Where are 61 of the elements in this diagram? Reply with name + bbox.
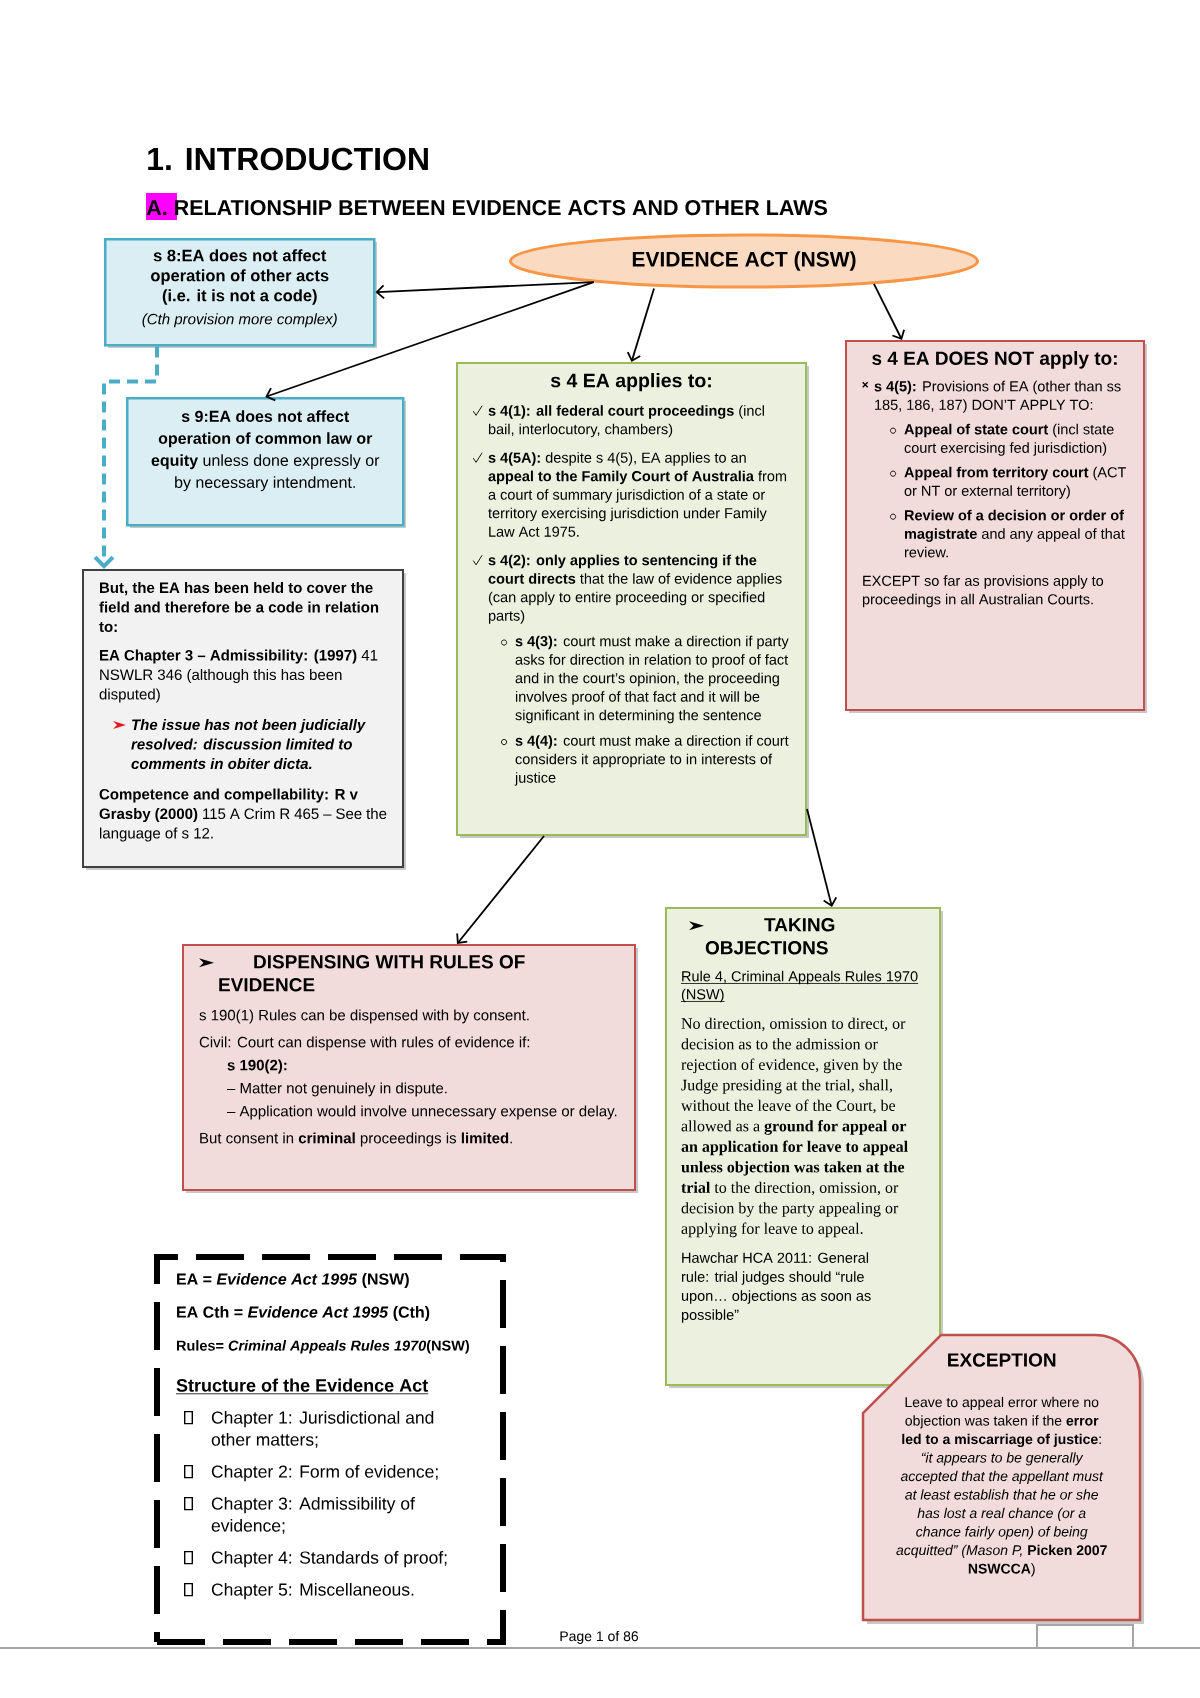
paragraph: No direction, omission to direct, or decision as to the admission or rejection of evidence, given by the Judge presiding at the trial, shall, without the leave of the Court, be allowed as a ground for appeal or an application for leave to appeal unless objection was taken at the trial to the direction, omission, or decision by the party appealing or applying for leave to appeal. [681,1017,908,1238]
paragraph: (Cth provision more complex) [142,313,337,328]
box-heading: DISPENSING WITH RULES OF EVIDENCE [219,955,525,992]
arrow [806,808,838,907]
list-item: Appeal from territory court (ACT or NT or external territory) [904,466,1127,499]
box-heading: TAKING OBJECTIONS [705,918,835,955]
paragraph: Leave to appeal error where no objection was taken if the error led to a miscarriage of justice: “it appears to be generally accepted that the appellant must at least establish that he or she has lost a real chance (or a chance fairly open) of being acquitted” (Mason P, Picken 2007 NSWCCA) [896,1396,1107,1577]
list-item: Chapter 2: Form of evidence; [211,1464,438,1482]
paragraph: Civil: Court can dispense with rules of evidence if: [199,1036,530,1051]
list-item: s 4(2): only applies to sentencing if the court directs that the law of evidence applies (can apply to entire proceeding or specified parts) [488,554,782,624]
list-item: s 4(1): all federal court proceedings (incl bail, interlocutory, chambers) [488,405,764,438]
paragraph: s 9:EA does not affect operation of common law or equity unless done expressly or by necessary intendment. [151,410,380,492]
box-heading: EVIDENCE ACT (NSW) [632,251,856,271]
dashed-box [154,1254,506,1645]
note-box [82,569,406,870]
list-box [456,362,809,838]
arrow [375,281,595,300]
box-heading: EXCEPTION [948,1353,1056,1367]
paragraph: Rules= Criminal Appeals Rules 1970(NSW) [176,1340,469,1354]
list-box [845,340,1147,713]
heading-ellipse [509,233,979,289]
paragraph: But consent in criminal proceedings is limited. [200,1132,512,1147]
list-item: s 4(5A): despite s 4(5), EA applies to an appeal to the Family Court of Australia from a court of summary jurisdiction of a state or territory exercising jurisdiction under Family Law Act 1975. [488,452,787,537]
page-number: Page 1 of 86 [560,1630,639,1644]
arrow [626,287,655,362]
arrow [873,283,905,340]
box-heading: s 4 EA DOES NOT apply to: [872,351,1117,369]
box-heading: s 4 EA applies to: [550,373,711,392]
paragraph: EA = Evidence Act 1995 (NSW) [177,1273,409,1288]
box-heading: s 8:EA does not affect operation of other acts (i.e. it is not a code) [151,249,329,305]
arrow [265,281,595,402]
note-box [665,907,943,1388]
paragraph: s 190(2): [227,1059,287,1074]
note-box [104,238,377,348]
dashed-arrow [93,346,159,569]
arrow [456,835,545,945]
paragraph: But, the EA has been held to cover the field and therefore be a code in relation to: [99,582,379,632]
list-item: Chapter 5: Miscellaneous. [211,1582,414,1600]
list-item: s 4(4): court must make a direction if court considers it appropriate to in interests of justice [514,735,789,786]
page-title: 1. INTRODUCTION [148,147,428,171]
box-heading: Structure of the Evidence Act [175,1378,429,1395]
paragraph: EA Cth = Evidence Act 1995 (Cth) [177,1306,430,1321]
list-item: Chapter 1: Jurisdictional and other matters; [211,1410,434,1448]
paragraph: Hawchar HCA 2011: General rule: trial judges should “rule upon… objections as soon as possible” [681,1252,871,1323]
list-item: Chapter 3: Admissibility of evidence; [211,1496,415,1534]
list-item: Appeal of state court (incl state court exercising fed jurisdiction) [904,423,1114,456]
paragraph: Rule 4, Criminal Appeals Rules 1970 (NSW) [680,970,919,1003]
list-item: s 4(5): Provisions of EA (other than ss 185, 186, 187) DON’T APPLY TO: [874,380,1121,413]
paragraph: – Application would involve unnecessary expense or delay. [227,1105,617,1120]
list-item: Review of a decision or order of magistrate and any appeal of that review. [904,509,1125,558]
paragraph: – Matter not genuinely in dispute. [227,1082,447,1097]
list-item: s 4(3): court must make a direction if party asks for direction in relation to proof of fact and in the court’s opinion, the proceeding involves proof of that fact and it will be significant in determining the sentence [515,635,789,724]
note-box [126,397,406,528]
list-item: Chapter 4: Standards of proof; [211,1550,447,1568]
note-box [182,944,638,1193]
paragraph: s 190(1) Rules can be dispensed with by consent. [199,1009,529,1024]
paragraph: EA Chapter 3 – Admissibility: (1997) 41 NSWLR 346 (although this has been disputed) [99,649,378,703]
callout-box [861,1333,1144,1624]
list-item: The issue has not been judicially resolved: discussion limited to comments in obiter dicta. [131,719,366,770]
paragraph: Competence and compellability: R v Grasby (2000) 115 A Crim R 465 – See the language of s 12. [99,788,387,842]
paragraph: EXCEPT so far as provisions apply to proceedings in all Australian Courts. [862,575,1104,608]
